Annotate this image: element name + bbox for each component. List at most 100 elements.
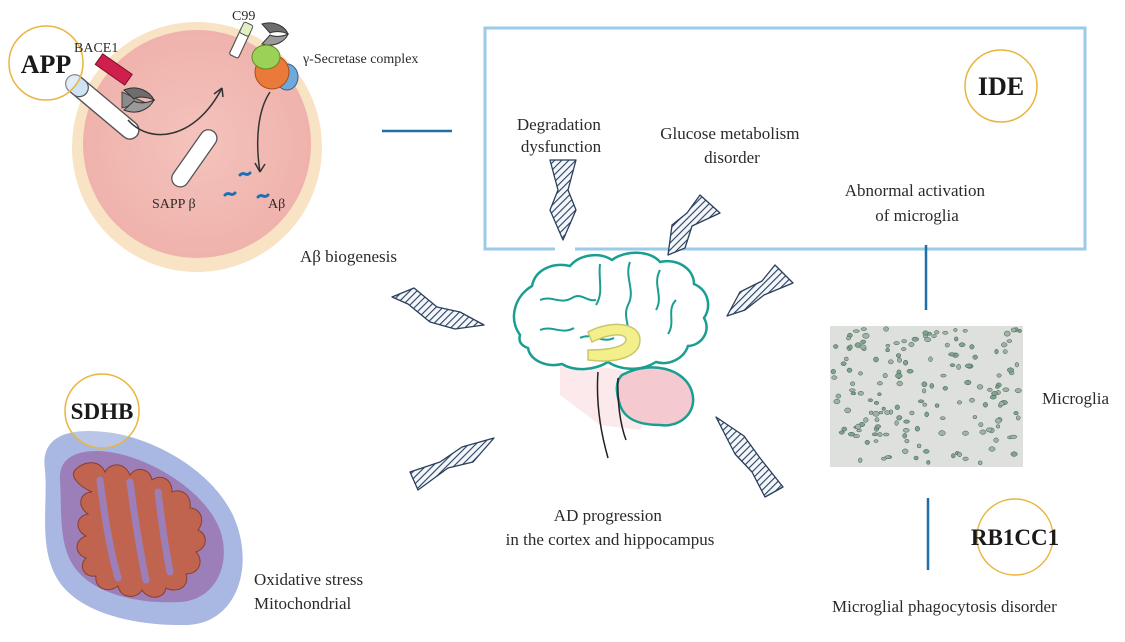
microglia-cell (895, 373, 903, 379)
microglia-cell (922, 330, 929, 336)
microglia-cell (850, 391, 857, 396)
microglia-cell (902, 448, 909, 454)
microglia-cell (848, 344, 853, 350)
microglia-cell (977, 460, 983, 466)
microglia-cell (840, 361, 847, 366)
app-protein (65, 74, 140, 140)
microglia-cell (859, 344, 867, 350)
microglia-cell (949, 363, 956, 367)
microglia-cell (864, 439, 870, 445)
microglia-cell (913, 455, 919, 461)
microglia-cell (884, 410, 891, 415)
microglia-cell (902, 428, 910, 433)
bace1-label: BACE1 (74, 41, 118, 56)
microglia-cell (882, 373, 888, 379)
secretase-label: γ-Secretase complex (302, 52, 418, 67)
microglia-cell (885, 343, 891, 348)
microglia-cell (958, 342, 966, 347)
microglia-cell (924, 411, 929, 418)
microglia-cell (896, 380, 903, 387)
microglia-cell (994, 348, 999, 355)
microglia-cell (833, 398, 841, 405)
microglia-cell (846, 336, 851, 341)
microglia-cell (939, 416, 946, 420)
microglia-cell (847, 432, 856, 437)
brain-stem (596, 371, 627, 459)
microglia-cell (1001, 342, 1008, 348)
microglia-cell (962, 430, 969, 436)
microglia-cell (894, 404, 900, 410)
abeta-biogenesis-caption: Aβ biogenesis (300, 247, 397, 266)
microglia-cell (964, 363, 973, 369)
microglia-cell (923, 449, 930, 454)
microglia-cell (1006, 339, 1013, 343)
abeta-biogenesis-panel: APP BACE1 C99 γ-Secretase complex SAPP β… (8, 9, 418, 272)
microglia-cell (874, 424, 881, 429)
gene-circle-rb1cc1 (976, 498, 1054, 576)
c99-label: C99 (232, 9, 255, 24)
microglia-cell (942, 386, 948, 391)
microglia-cell (917, 399, 925, 404)
microglia-cell (901, 347, 907, 352)
brain-illustration (512, 251, 710, 459)
microglia-cell (1015, 415, 1021, 421)
microglia-cell (1013, 411, 1019, 416)
microglia-cell (877, 381, 883, 386)
microglia-cell (911, 336, 919, 342)
hippocampus (587, 323, 641, 362)
microglia-cell (957, 400, 962, 405)
c99-fragment (229, 21, 254, 59)
microglia-cells (830, 326, 1022, 466)
microglia-micrograph (830, 326, 1023, 467)
microglia-cell (858, 457, 863, 463)
arrow-activation (726, 264, 794, 317)
abeta-release-arrow (256, 91, 271, 173)
microglia-cell (995, 385, 1000, 389)
microglia-cell (868, 410, 874, 415)
microglia-cell (878, 410, 884, 415)
ad-progression-caption: AD progression in the cortex and hippoca… (506, 506, 715, 549)
microglia-cell (909, 410, 915, 416)
abeta-label: Aβ (268, 197, 285, 212)
microglia-cell (838, 430, 845, 435)
gene-label-sdhb: SDHB (71, 399, 134, 424)
microglia-cell (874, 417, 880, 423)
microglia-cell (916, 443, 922, 449)
microglia-cell (903, 419, 910, 424)
microglia-cell (896, 415, 903, 421)
microglia-cell (996, 373, 1002, 378)
microglia-cell (863, 417, 869, 423)
microglia-cell (873, 401, 880, 405)
ide-panel: IDE Degradation dysfunction Glucose meta… (483, 26, 1087, 251)
microglia-cell (922, 402, 927, 407)
scissors-icon-bace1 (121, 87, 156, 113)
microglia-cell (831, 375, 838, 380)
microglia-cell (902, 433, 908, 439)
arrow-rb1cc1 (715, 416, 784, 498)
microglia-cell (953, 328, 958, 332)
hatched-arrows (391, 159, 794, 498)
microglia-cell (924, 337, 932, 342)
microglia-cell (969, 397, 975, 403)
microglia-cell (928, 356, 933, 362)
microglia-cell (995, 424, 1001, 429)
microglia-cell (903, 359, 909, 366)
microglia-cell (830, 368, 836, 375)
microglia-cell (921, 381, 928, 388)
microglia-cell (931, 334, 937, 338)
microglia-cell (964, 379, 972, 386)
gene-label-ide: IDE (978, 72, 1024, 101)
microglia-cell (841, 426, 848, 432)
microglia-cell (956, 364, 961, 370)
microglia-cell (978, 422, 984, 427)
microglia-cell (954, 336, 959, 342)
microglia-cell (852, 329, 860, 333)
glucose-label: Glucose metabolism disorder (660, 124, 804, 167)
microglia-cell (860, 327, 867, 331)
brain-outline (512, 251, 710, 371)
microglia-activation-label: Abnormal activation of microglia (845, 181, 989, 225)
microglia-cell (908, 342, 915, 347)
microglia-cell (867, 398, 873, 402)
microglia-cell (877, 432, 883, 437)
microglia-cell (894, 420, 899, 426)
